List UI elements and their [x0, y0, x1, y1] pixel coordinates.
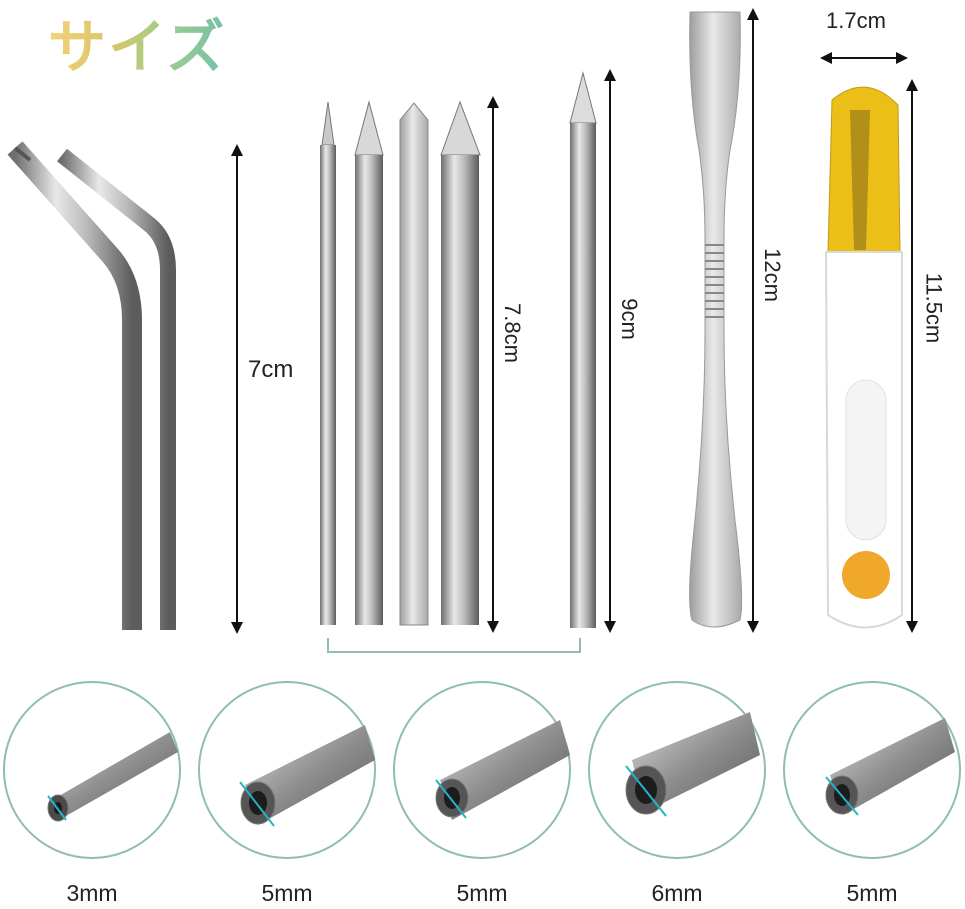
tip-detail-5	[783, 681, 961, 859]
page-title: サイズ	[48, 0, 226, 84]
tip-detail-3	[393, 681, 571, 859]
label-11-5cm: 11.5cm	[921, 272, 947, 344]
bent-needle-2	[57, 148, 176, 630]
spatula-tool	[689, 11, 743, 628]
label-7-8cm: 7.8cm	[499, 303, 525, 363]
eye-needle	[205, 150, 215, 630]
straight-needle-2	[354, 100, 384, 625]
label-7cm: 7cm	[248, 356, 294, 383]
flat-needle	[399, 102, 429, 626]
straight-needle-3	[440, 100, 481, 625]
tip-size-label-2: 5mm	[261, 880, 313, 906]
straight-needle-1	[320, 101, 336, 625]
tip-detail-1	[3, 681, 181, 859]
tip-size-label-3: 5mm	[456, 880, 508, 906]
group-bracket	[327, 638, 581, 653]
tip-size-label-1: 3mm	[66, 880, 118, 906]
tip-size-label-5: 5mm	[846, 880, 898, 906]
label-1-7cm: 1.7cm	[826, 8, 886, 33]
label-9cm: 9cm	[616, 298, 642, 340]
tip-detail-4	[588, 681, 766, 859]
thread-scissors	[824, 86, 903, 629]
tip-detail-2	[198, 681, 376, 859]
long-needle	[569, 71, 597, 628]
label-12cm: 12cm	[759, 248, 785, 302]
tip-size-label-4: 6mm	[651, 880, 703, 906]
bent-needle-1	[7, 141, 142, 630]
